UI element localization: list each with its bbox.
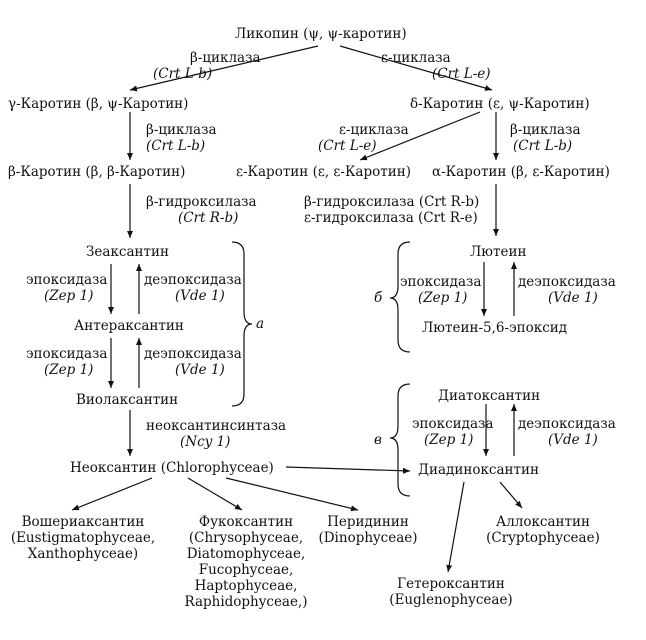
brace-b: [389, 241, 411, 353]
gene-crt-rb-left: (Crt R-b): [178, 210, 239, 226]
gene-crt-lb-1: (Crt L-b): [153, 66, 213, 82]
vaucheriaxanthin-line-3: Xanthophyceae): [27, 546, 139, 562]
enzyme-epoxidase-a2: эпоксидаза: [26, 346, 108, 362]
vaucheriaxanthin-line-1: Вошериаксантин: [21, 514, 145, 530]
node-epsilon-carotene: ε-Каротин (ε, ε-Каротин): [236, 164, 411, 180]
enzyme-epoxidase-c: эпоксидаза: [412, 416, 494, 432]
gene-vde1-b: (Vde 1): [548, 290, 598, 306]
node-diadinoxanthin: Диадиноксантин: [418, 462, 539, 478]
node-lutein-epoxide: Лютеин-5,6-эпоксид: [422, 320, 568, 336]
fucoxanthin-line-1: Фукоксантин: [198, 514, 294, 530]
node-fucoxanthin: Фукоксантин (Chrysophyceae, Diatomophyce…: [176, 514, 316, 610]
enzyme-de-epoxidase-a1: деэпоксидаза: [144, 272, 242, 288]
gene-zep1-a2: (Zep 1): [44, 362, 94, 378]
arrow-diadino-to-heteroxanthin: [446, 481, 465, 573]
enzyme-epsilon-hydroxylase-right: ε-гидроксилаза (Crt R-e): [304, 210, 478, 226]
enzyme-epoxidase-b: эпоксидаза: [400, 274, 482, 290]
enzyme-neoxanthin-synthase: неоксантинсинтаза: [146, 418, 287, 434]
fucoxanthin-line-3: Diatomophyceae,: [186, 546, 306, 562]
gene-crt-lb-2: (Crt L-b): [146, 138, 206, 154]
gene-zep1-a1: (Zep 1): [44, 288, 94, 304]
enzyme-beta-cyclase-1: β-циклаза: [190, 50, 261, 66]
fucoxanthin-line-4: Fucophyceae,: [198, 562, 294, 578]
gene-vde1-c: (Vde 1): [548, 432, 598, 448]
node-alloxanthin: Аллоксантин (Cryptophyceae): [478, 514, 608, 546]
fucoxanthin-line-6: Raphidophyceae,): [184, 594, 308, 610]
enzyme-de-epoxidase-c: деэпоксидаза: [518, 416, 616, 432]
node-gamma-carotene: γ-Каротин (β, ψ-Каротин): [8, 96, 189, 112]
enzyme-epoxidase-a1: эпоксидаза: [26, 272, 108, 288]
gene-crt-le-2: (Crt L-e): [318, 138, 377, 154]
node-neoxanthin: Неоксантин (Chlorophyceae): [70, 460, 274, 476]
node-zeaxanthin: Зеаксантин: [86, 244, 169, 260]
arrow-neo-to-fucoxanthin: [187, 477, 243, 511]
node-peridinin: Перидинин (Dinophyceae): [312, 514, 424, 546]
gene-crt-le-1: (Crt L-e): [432, 66, 491, 82]
node-violaxanthin: Виолаксантин: [76, 392, 179, 408]
node-lycopene: Ликопин (ψ, ψ-каротин): [235, 26, 407, 42]
fucoxanthin-line-2: (Chrysophyceae,: [188, 530, 304, 546]
node-beta-carotene: β-Каротин (β, β-Каротин): [8, 164, 186, 180]
arrow-diadino-to-alloxanthin: [499, 481, 523, 509]
alloxanthin-line-1: Аллоксантин: [495, 514, 590, 530]
enzyme-epsilon-cyclase-1: ε-циклаза: [381, 50, 451, 66]
gene-vde1-a1: (Vde 1): [175, 288, 225, 304]
enzyme-epsilon-cyclase-2: ε-циклаза: [339, 122, 409, 138]
cycle-label-c: в: [374, 432, 382, 448]
arrow-neo-to-vaucheria: [71, 477, 153, 511]
heteroxanthin-line-1: Гетероксантин: [397, 576, 505, 592]
enzyme-de-epoxidase-b: деэпоксидаза: [518, 274, 616, 290]
fucoxanthin-line-5: Haptophyceae,: [194, 578, 298, 594]
node-delta-carotene: δ-Каротин (ε, ψ-Каротин): [410, 96, 590, 112]
peridinin-line-2: (Dinophyceae): [318, 530, 418, 546]
arrow-neoxanthin-to-diadino: [285, 466, 411, 474]
gene-crt-lb-3: (Crt L-b): [513, 138, 573, 154]
node-diatoxanthin: Диатоксантин: [438, 388, 541, 404]
enzyme-beta-cyclase-3: β-циклаза: [510, 122, 581, 138]
enzyme-beta-hydroxylase-right: β-гидроксилаза (Crt R-b): [304, 194, 480, 210]
cycle-label-a: а: [256, 316, 265, 332]
node-heteroxanthin: Гетероксантин (Euglenophyceae): [386, 576, 516, 608]
node-antheraxanthin: Антераксантин: [74, 318, 184, 334]
gene-zep1-c: (Zep 1): [424, 432, 474, 448]
brace-a: [231, 241, 253, 407]
arrow-delta-to-epsilon: [359, 111, 481, 161]
cycle-label-b: б: [374, 290, 383, 306]
node-vaucheriaxanthin: Вошериаксантин (Eustigmatophyceae, Xanth…: [8, 514, 158, 562]
node-lutein: Лютеин: [470, 244, 527, 260]
alloxanthin-line-2: (Cryptophyceae): [486, 530, 600, 546]
vaucheriaxanthin-line-2: (Eustigmatophyceae,: [10, 530, 156, 546]
heteroxanthin-line-2: (Euglenophyceae): [389, 592, 513, 608]
brace-c: [389, 383, 411, 497]
node-alpha-carotene: α-Каротин (β, ε-Каротин): [432, 164, 610, 180]
arrow-lycopene-to-gamma: [129, 45, 319, 92]
arrow-neo-to-peridinin: [225, 477, 359, 512]
gene-zep1-b: (Zep 1): [418, 290, 468, 306]
enzyme-beta-hydroxylase-left: β-гидроксилаза: [146, 194, 257, 210]
gene-ncy1: (Ncy 1): [180, 434, 231, 450]
gene-vde1-a2: (Vde 1): [175, 362, 225, 378]
enzyme-beta-cyclase-2: β-циклаза: [146, 122, 217, 138]
arrow-lycopene-to-delta: [339, 45, 493, 91]
enzyme-de-epoxidase-a2: деэпоксидаза: [144, 346, 242, 362]
peridinin-line-1: Перидинин: [327, 514, 409, 530]
